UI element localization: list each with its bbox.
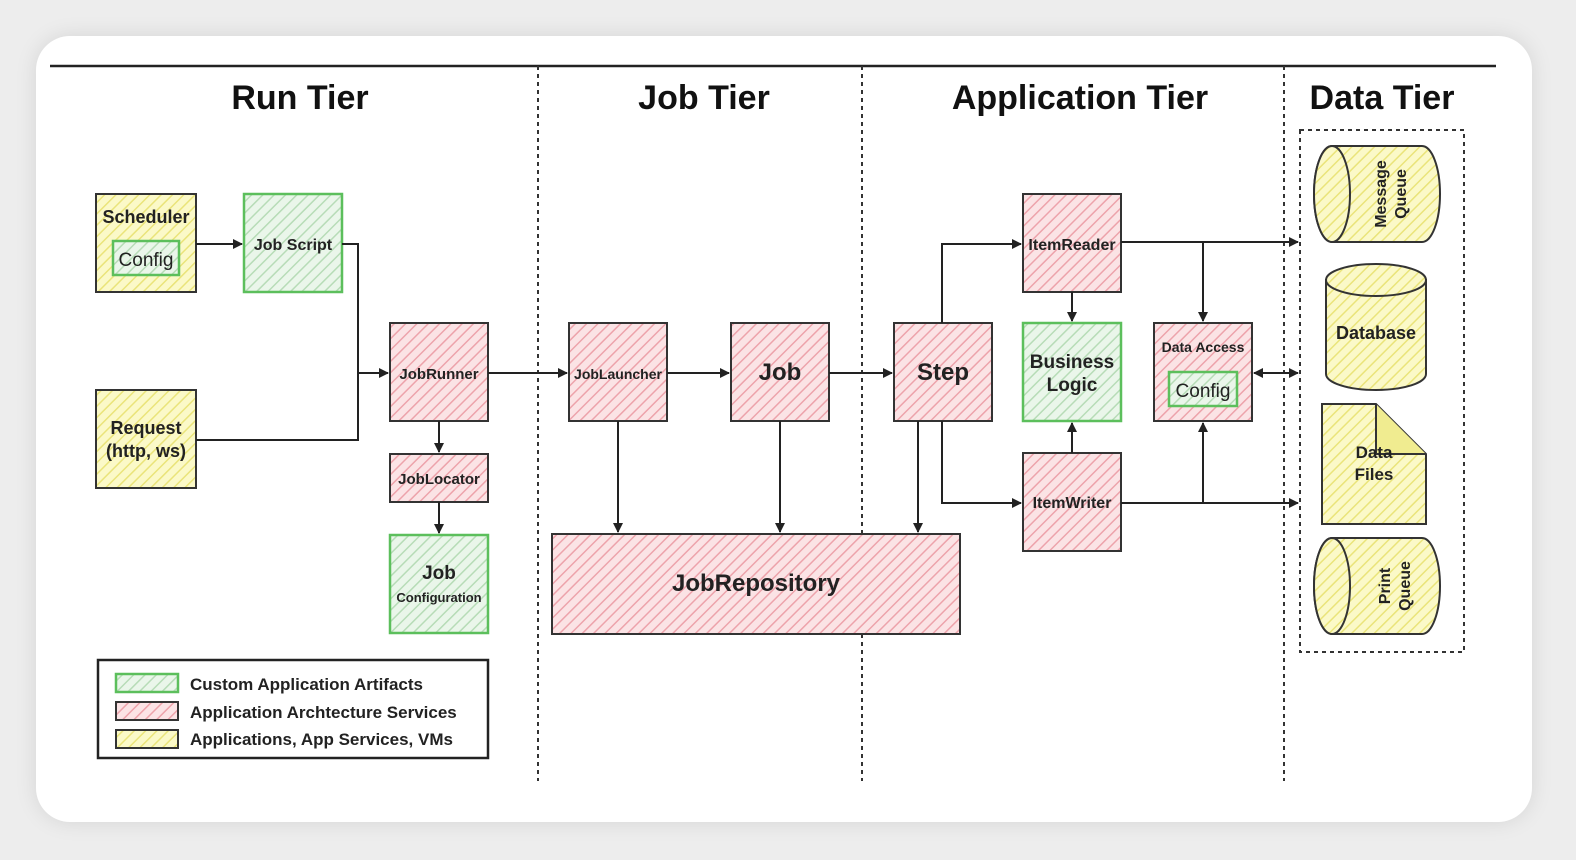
job-config-label-line2: Configuration xyxy=(396,590,481,605)
request-label-line2: (http, ws) xyxy=(106,441,186,461)
job-configuration-node: Job Configuration xyxy=(388,533,490,635)
business-logic-node: Business Logic xyxy=(1021,321,1123,423)
tier-title-job: Job Tier xyxy=(638,79,770,117)
job-repository-label: JobRepository xyxy=(672,570,841,597)
job-node: Job xyxy=(730,322,830,422)
step-label: Step xyxy=(917,359,969,386)
print-queue-label-line1: Print xyxy=(1377,567,1394,604)
legend-label-applications: Applications, App Services, VMs xyxy=(190,730,453,749)
item-writer-label: ItemWriter xyxy=(1033,495,1112,512)
job-runner-node: JobRunner xyxy=(389,322,489,422)
data-access-node: Data Access Config xyxy=(1153,322,1253,422)
message-queue-label-line1: Message xyxy=(1373,160,1390,228)
legend-label-architecture-services: Application Archtecture Services xyxy=(190,703,457,722)
arrow-step-to-itemreader xyxy=(941,239,1022,323)
legend-label-custom-artifacts: Custom Application Artifacts xyxy=(190,675,423,694)
arrow-step-to-itemwriter xyxy=(941,421,1022,508)
step-node: Step xyxy=(893,322,993,422)
job-launcher-label: JobLauncher xyxy=(574,366,662,382)
job-locator-label: JobLocator xyxy=(398,471,480,488)
scheduler-label: Scheduler xyxy=(102,207,189,227)
business-logic-label-line2: Logic xyxy=(1047,375,1098,396)
legend-swatch-custom-artifacts xyxy=(114,672,180,694)
message-queue-node: Message Queue xyxy=(1313,145,1441,243)
item-reader-node: ItemReader xyxy=(1022,193,1122,293)
business-logic-label-line1: Business xyxy=(1030,352,1114,373)
job-locator-node: JobLocator xyxy=(389,453,489,503)
architecture-diagram: Run Tier Job Tier Application Tier Data … xyxy=(50,64,1496,781)
print-queue-node: Print Queue xyxy=(1313,537,1441,635)
data-files-label-line1: Data xyxy=(1356,443,1393,462)
data-access-label: Data Access xyxy=(1162,339,1245,355)
database-label: Database xyxy=(1336,323,1416,343)
legend: Custom Application Artifacts Application… xyxy=(96,658,490,760)
tier-title-data: Data Tier xyxy=(1310,79,1455,117)
database-node: Database xyxy=(1325,263,1427,391)
item-writer-node: ItemWriter xyxy=(1022,452,1122,552)
legend-swatch-applications xyxy=(115,729,179,749)
data-access-config-label: Config xyxy=(1176,381,1231,402)
data-files-node: Data Files xyxy=(1321,403,1427,525)
job-label: Job xyxy=(759,359,802,386)
request-node: Request (http, ws) xyxy=(95,389,197,489)
job-launcher-node: JobLauncher xyxy=(568,322,668,422)
print-queue-label-line2: Queue xyxy=(1397,561,1414,611)
tier-title-run: Run Tier xyxy=(231,79,368,117)
data-tier-container xyxy=(1299,129,1465,653)
job-script-node: Job Script xyxy=(242,192,344,294)
request-label-line1: Request xyxy=(110,418,181,438)
tier-title-application: Application Tier xyxy=(952,79,1208,117)
job-runner-label: JobRunner xyxy=(399,366,478,383)
job-script-label: Job Script xyxy=(254,237,333,254)
item-reader-label: ItemReader xyxy=(1028,237,1115,254)
scheduler-node: Scheduler Config xyxy=(95,193,197,293)
scheduler-config-label: Config xyxy=(119,250,174,271)
job-config-label-line1: Job xyxy=(422,563,456,584)
message-queue-label-line2: Queue xyxy=(1393,169,1410,219)
diagram-card: Run Tier Job Tier Application Tier Data … xyxy=(36,36,1532,822)
legend-swatch-architecture-services xyxy=(115,701,179,721)
data-files-label-line2: Files xyxy=(1355,465,1394,484)
wire-jobscript-request-merge xyxy=(196,243,359,441)
job-repository-node: JobRepository xyxy=(551,533,961,635)
